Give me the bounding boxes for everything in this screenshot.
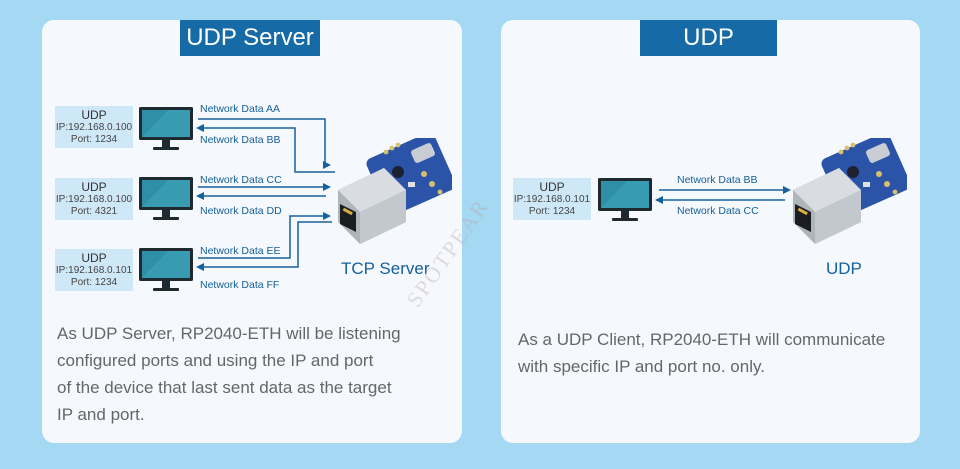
panel-title: UDP Server [180, 20, 320, 56]
panel-title: UDP [640, 20, 777, 56]
network-arrows [655, 186, 791, 204]
device-label-3: UDP IP:192.168.0.101 Port: 1234 [55, 249, 133, 291]
device-ip: IP:192.168.0.100 [55, 122, 133, 133]
network-arrows [196, 118, 335, 271]
board-label: TCP Server [341, 259, 430, 278]
device-label-1: UDP IP:192.168.0.100 Port: 1234 [55, 106, 133, 148]
device-ip: IP:192.168.0.101 [55, 265, 133, 276]
monitor-icon [597, 177, 653, 223]
caption-line: As UDP Server, RP2040-ETH will be listen… [57, 324, 401, 343]
monitor-icon [138, 176, 194, 222]
device-protocol: UDP [81, 251, 107, 265]
device-ip: IP:192.168.0.100 [55, 194, 133, 205]
device-port: Port: 1234 [70, 134, 118, 145]
caption-line: configured ports and using the IP and po… [57, 351, 374, 370]
device-port: Port: 1234 [528, 206, 576, 217]
caption-line: IP and port. [57, 405, 145, 424]
device-protocol: UDP [81, 108, 107, 122]
rp2040-eth-board [332, 138, 452, 248]
monitor-icon [138, 106, 194, 152]
device-protocol: UDP [539, 180, 565, 194]
network-data-label: Network Data AA [200, 103, 280, 115]
device-port: Port: 1234 [70, 277, 118, 288]
description: As UDP Server, RP2040-ETH will be listen… [57, 320, 401, 428]
udp-server-panel: UDP Server UDP IP:192.168.0.100 Port: 12… [42, 20, 462, 443]
network-data-label: Network Data DD [200, 205, 282, 217]
device-protocol: UDP [81, 180, 107, 194]
network-data-label: Network Data CC [200, 174, 282, 186]
description: As a UDP Client, RP2040-ETH will communi… [518, 326, 885, 380]
udp-client-panel: UDP UDP IP:192.168.0.101 Port: 1234 Netw… [501, 20, 920, 443]
network-data-label: Network Data BB [677, 174, 758, 186]
caption-line: As a UDP Client, RP2040-ETH will communi… [518, 330, 886, 349]
network-data-label: Network Data FF [200, 279, 280, 291]
device-label: UDP IP:192.168.0.101 Port: 1234 [513, 178, 591, 220]
network-data-label: Network Data BB [200, 134, 281, 146]
device-port: Port: 4321 [70, 206, 118, 217]
board-label: UDP [826, 259, 862, 278]
network-data-label: Network Data CC [677, 205, 759, 217]
network-data-label: Network Data EE [200, 245, 281, 257]
caption-line: of the device that last sent data as the… [57, 378, 392, 397]
device-label-2: UDP IP:192.168.0.100 Port: 4321 [55, 178, 133, 220]
monitor-icon [138, 247, 194, 293]
rp2040-eth-board [787, 138, 907, 248]
caption-line: with specific IP and port no. only. [518, 357, 765, 376]
device-ip: IP:192.168.0.101 [513, 194, 591, 205]
